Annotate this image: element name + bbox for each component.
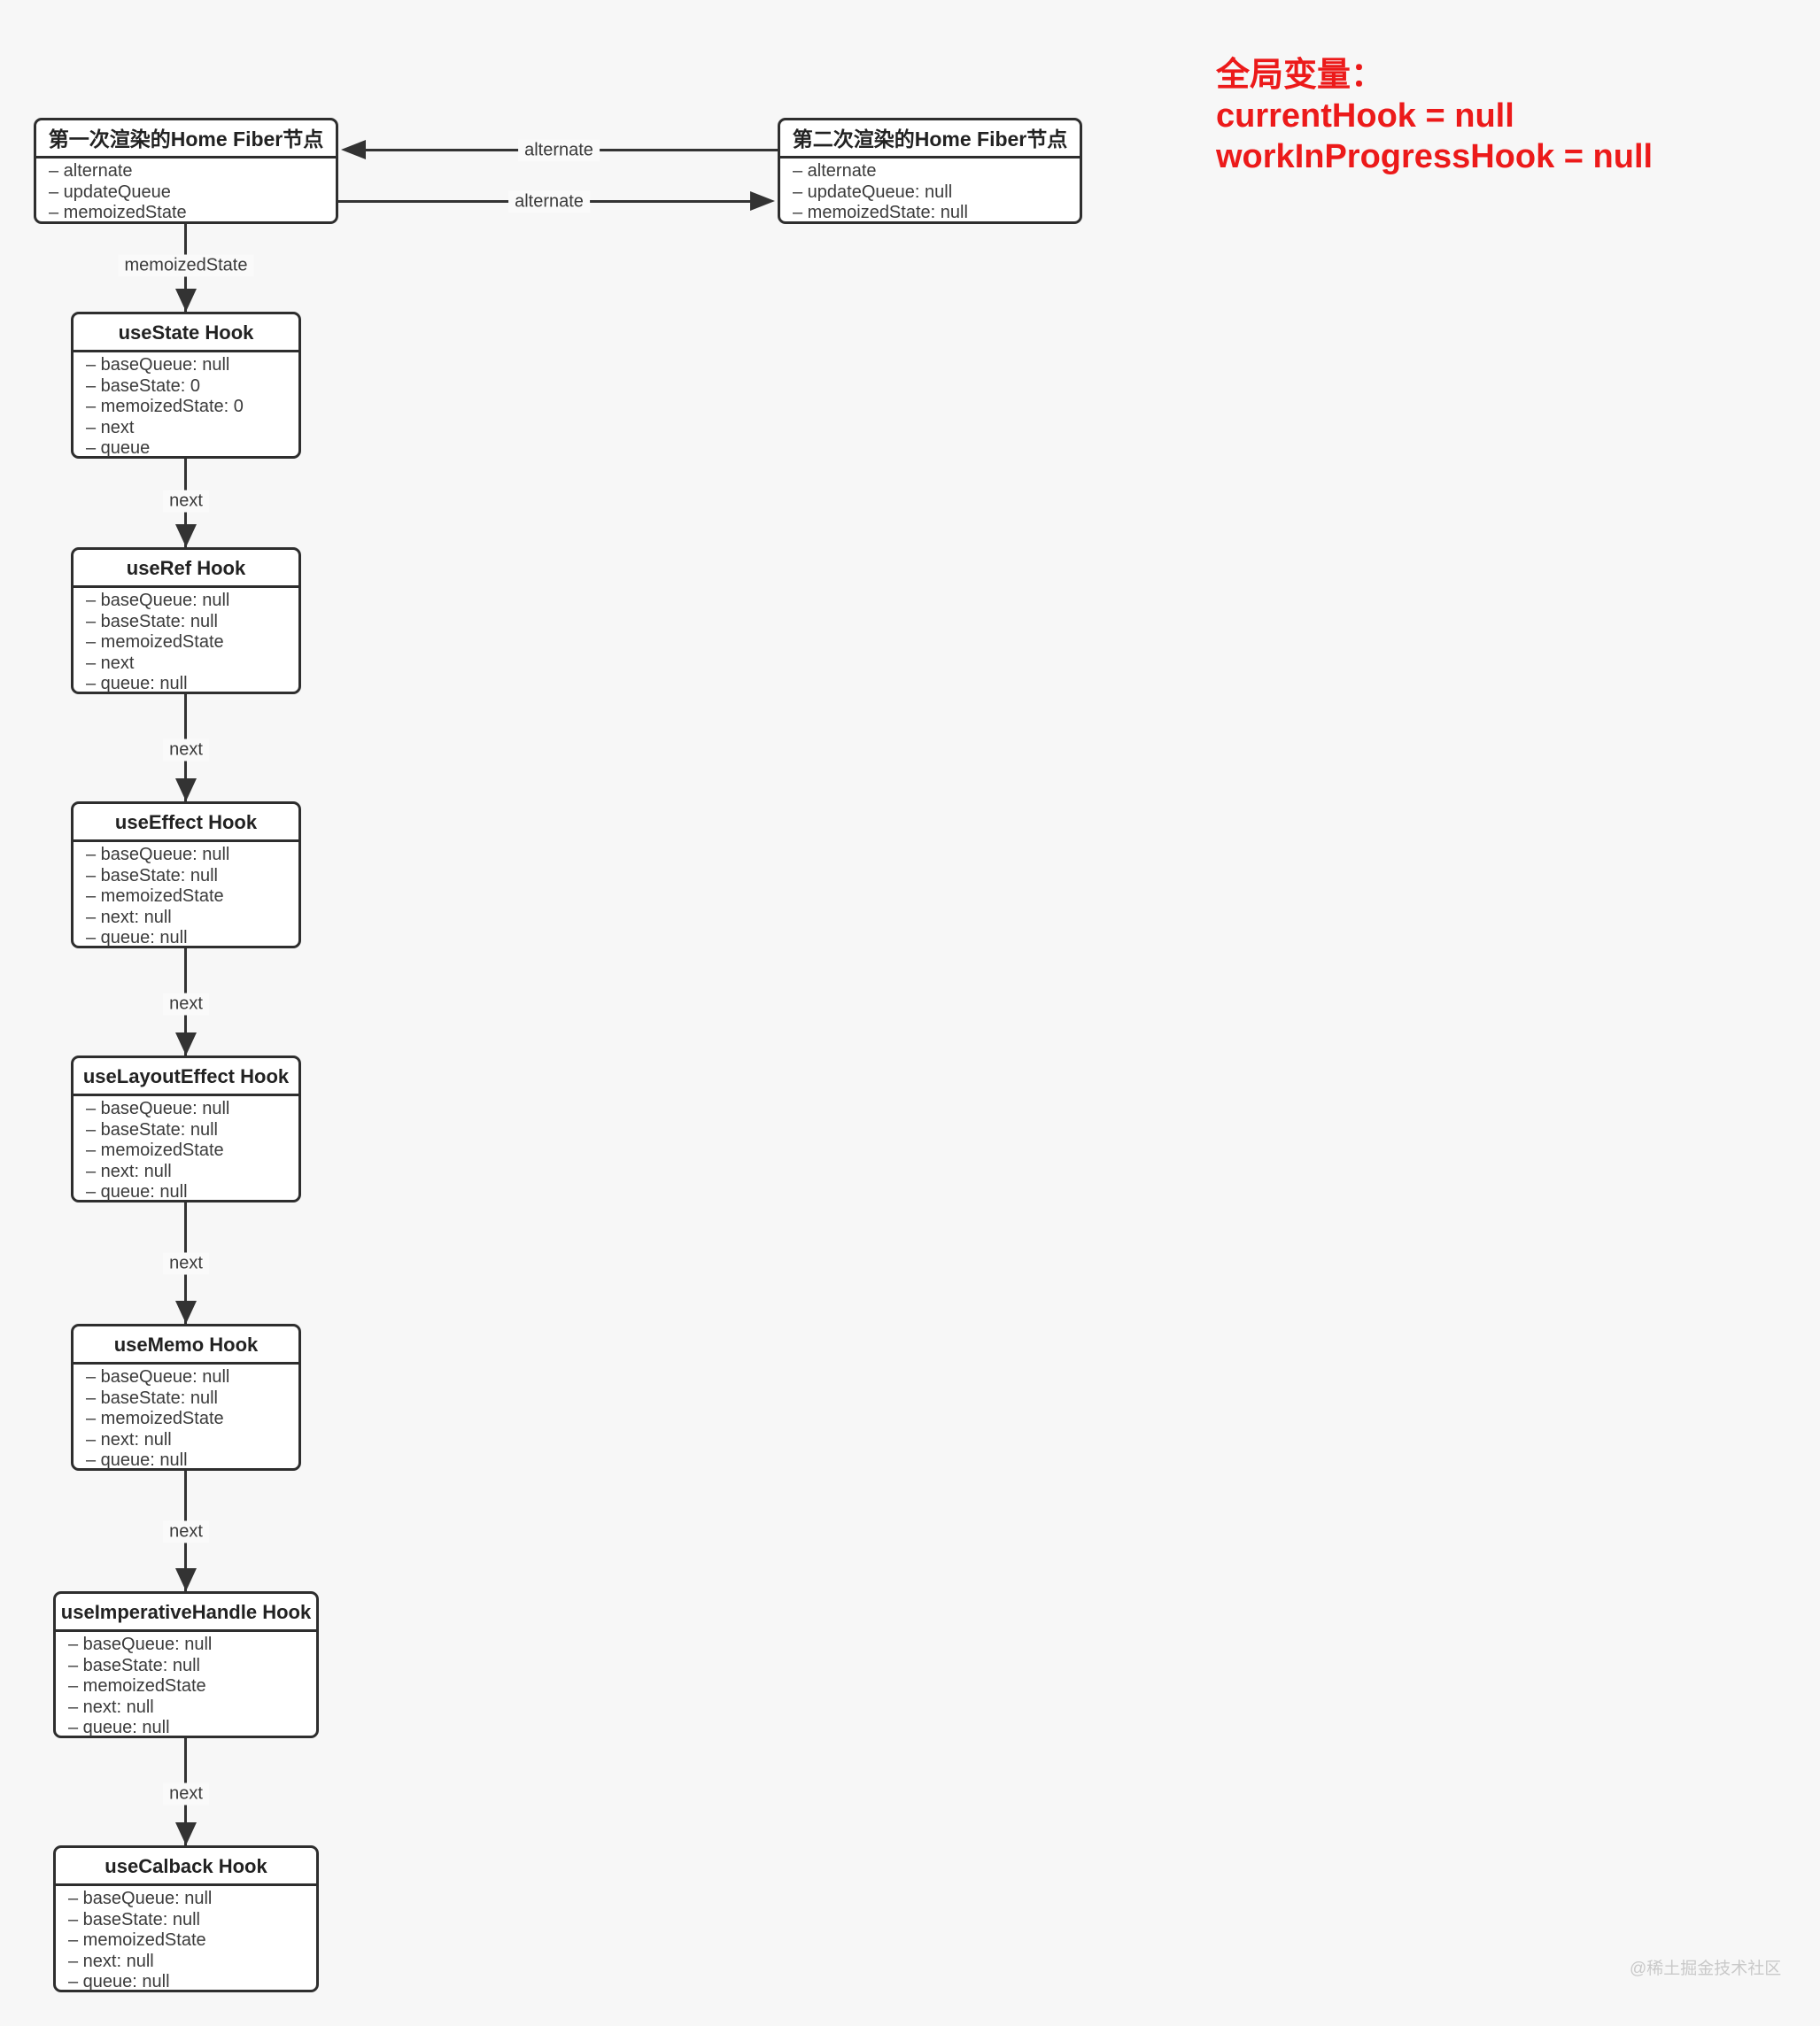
hook-title: useCalback Hook <box>56 1848 316 1886</box>
memoized-state-edge-label: memoizedState <box>118 254 254 277</box>
field-queue: – queue: null <box>68 1718 170 1737</box>
field-base-queue: – baseQueue: null <box>86 1367 230 1387</box>
field-base-queue: – baseQueue: null <box>86 845 230 864</box>
field-base-queue: – baseQueue: null <box>86 591 230 610</box>
fiber-node-second-title: 第二次渲染的Home Fiber节点 <box>780 120 1080 159</box>
fiber-node-first-fields: – alternate – updateQueue – memoizedStat… <box>36 159 336 224</box>
hook-fields: – baseQueue: null – baseState: null – me… <box>74 588 298 695</box>
field-memoized-state: – memoizedState <box>68 1676 206 1696</box>
field-memoized-state: – memoizedState <box>86 632 224 652</box>
field-alternate: – alternate <box>793 161 877 181</box>
field-base-state: – baseState: null <box>68 1909 200 1929</box>
field-base-state: – baseState: 0 <box>86 375 200 396</box>
field-alternate: – alternate <box>49 161 133 181</box>
field-base-state: – baseState: null <box>68 1655 200 1675</box>
field-update-queue: – updateQueue: null <box>793 182 953 202</box>
hook-node-use-layout-effect: useLayoutEffect Hook – baseQueue: null –… <box>71 1056 301 1202</box>
field-memoized-state: – memoizedState: 0 <box>86 397 244 416</box>
next-arrowhead-icon <box>175 524 197 547</box>
field-memoized-state: – memoizedState <box>49 203 187 222</box>
field-next: – next <box>86 653 135 673</box>
hook-title: useEffect Hook <box>74 804 298 842</box>
field-next: – next: null <box>86 1161 172 1181</box>
next-arrowhead-icon <box>175 1032 197 1056</box>
field-next: – next: null <box>86 907 172 927</box>
hook-fields: – baseQueue: null – baseState: null – me… <box>56 1886 316 1993</box>
alternate-edge-label-top: alternate <box>518 139 600 162</box>
field-memoized-state: – memoizedState <box>86 1141 224 1160</box>
hook-node-use-state: useState Hook – baseQueue: null – baseSt… <box>71 312 301 459</box>
next-arrowhead-icon <box>175 1301 197 1324</box>
field-next: – next <box>86 417 135 437</box>
field-memoized-state: – memoizedState <box>86 1409 224 1428</box>
field-queue: – queue: null <box>68 1972 170 1991</box>
next-edge-label: next <box>163 1252 209 1275</box>
fiber-node-second-render: 第二次渲染的Home Fiber节点 – alternate – updateQ… <box>778 118 1082 224</box>
hook-title: useLayoutEffect Hook <box>74 1058 298 1096</box>
fiber-node-first-title: 第一次渲染的Home Fiber节点 <box>36 120 336 159</box>
hook-node-use-ref: useRef Hook – baseQueue: null – baseStat… <box>71 547 301 694</box>
field-queue: – queue <box>86 438 151 458</box>
field-queue: – queue: null <box>86 1450 188 1470</box>
hook-fields: – baseQueue: null – baseState: 0 – memoi… <box>74 352 298 460</box>
watermark: @稀土掘金技术社区 <box>1630 1960 1782 1978</box>
hook-title: useMemo Hook <box>74 1326 298 1365</box>
hook-node-use-imperative-handle: useImperativeHandle Hook – baseQueue: nu… <box>53 1591 319 1738</box>
hook-fields: – baseQueue: null – baseState: null – me… <box>56 1632 316 1739</box>
field-base-queue: – baseQueue: null <box>86 1099 230 1118</box>
next-arrowhead-icon <box>175 1822 197 1845</box>
field-base-queue: – baseQueue: null <box>86 355 230 375</box>
field-update-queue: – updateQueue <box>49 182 171 202</box>
field-queue: – queue: null <box>86 674 188 693</box>
alternate-arrowhead-left-icon <box>341 140 366 159</box>
alternate-edge-label-bottom: alternate <box>508 190 590 213</box>
field-base-queue: – baseQueue: null <box>68 1635 213 1654</box>
next-edge-label: next <box>163 490 209 513</box>
memoized-state-arrowhead-icon <box>175 289 197 312</box>
field-base-state: – baseState: null <box>86 1388 218 1408</box>
field-memoized-state: – memoizedState <box>86 886 224 906</box>
global-current-hook-value: currentHook = null <box>1216 97 1514 135</box>
hook-fields: – baseQueue: null – baseState: null – me… <box>74 1365 298 1472</box>
field-next: – next: null <box>68 1697 154 1717</box>
hook-title: useRef Hook <box>74 550 298 588</box>
global-variables-heading: 全局变量： <box>1216 57 1385 94</box>
next-arrowhead-icon <box>175 778 197 801</box>
hook-node-use-memo: useMemo Hook – baseQueue: null – baseSta… <box>71 1324 301 1471</box>
field-base-queue: – baseQueue: null <box>68 1889 213 1908</box>
hook-title: useImperativeHandle Hook <box>56 1594 316 1632</box>
fiber-node-second-fields: – alternate – updateQueue: null – memoiz… <box>780 159 1080 224</box>
global-variables-annotation: 全局变量： currentHook = null workInProgressH… <box>1216 55 1653 177</box>
next-arrowhead-icon <box>175 1568 197 1591</box>
field-base-state: – baseState: null <box>86 865 218 885</box>
field-memoized-state: – memoizedState: null <box>793 203 968 222</box>
next-edge-label: next <box>163 1782 209 1806</box>
global-work-in-progress-hook-value: workInProgressHook = null <box>1216 138 1653 175</box>
hook-title: useState Hook <box>74 314 298 352</box>
hook-node-use-callback: useCalback Hook – baseQueue: null – base… <box>53 1845 319 1992</box>
next-edge-label: next <box>163 1520 209 1543</box>
field-memoized-state: – memoizedState <box>68 1930 206 1950</box>
alternate-arrowhead-right-icon <box>750 191 775 211</box>
field-queue: – queue: null <box>86 928 188 947</box>
field-next: – next: null <box>86 1429 172 1450</box>
field-base-state: – baseState: null <box>86 611 218 631</box>
next-edge-label: next <box>163 993 209 1016</box>
hook-fields: – baseQueue: null – baseState: null – me… <box>74 1096 298 1203</box>
fiber-node-first-render: 第一次渲染的Home Fiber节点 – alternate – updateQ… <box>34 118 338 224</box>
hook-fields: – baseQueue: null – baseState: null – me… <box>74 842 298 949</box>
field-queue: – queue: null <box>86 1182 188 1202</box>
field-base-state: – baseState: null <box>86 1119 218 1140</box>
field-next: – next: null <box>68 1951 154 1971</box>
hook-node-use-effect: useEffect Hook – baseQueue: null – baseS… <box>71 801 301 948</box>
next-edge-label: next <box>163 738 209 762</box>
